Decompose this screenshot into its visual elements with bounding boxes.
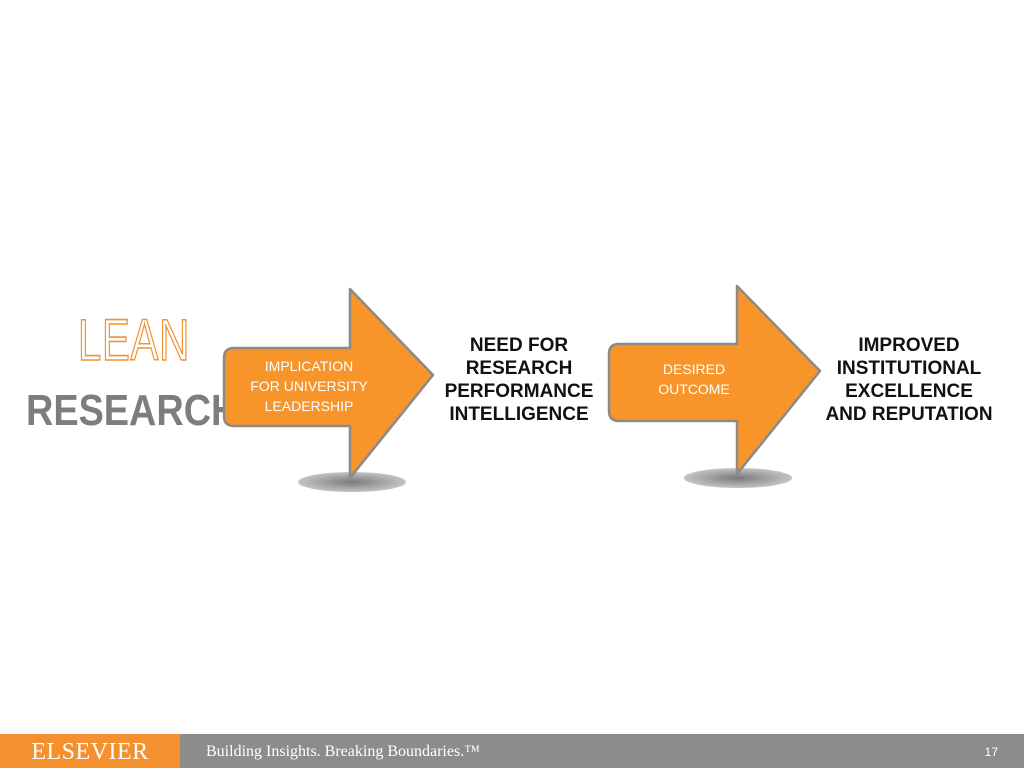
stage-line: INSTITUTIONAL [836, 358, 982, 379]
label-line: DESIRED [662, 361, 726, 377]
stage-improved-excellence: IMPROVED INSTITUTIONAL EXCELLENCE AND RE… [818, 334, 1000, 426]
arrow-implication-label: IMPLICATION FOR UNIVERSITY LEADERSHIP [236, 356, 382, 416]
title-research: RESEARCH [26, 386, 239, 435]
footer-bar: ELSEVIER Building Insights. Breaking Bou… [0, 734, 1024, 768]
label-line: FOR UNIVERSITY [250, 378, 368, 394]
title-lean: LEAN [77, 308, 190, 373]
label-line: LEADERSHIP [264, 398, 354, 414]
stage-line: PERFORMANCE [444, 381, 594, 402]
arrow-desired-outcome [607, 284, 822, 488]
stage-line: INTELLIGENCE [449, 404, 589, 425]
footer-tagline: Building Insights. Breaking Boundaries.™ [206, 743, 480, 760]
stage-line: IMPROVED [858, 335, 960, 356]
arrow-implication [222, 287, 435, 492]
stage-line: NEED FOR [469, 335, 569, 356]
label-line: OUTCOME [658, 381, 730, 397]
stage-line: AND REPUTATION [825, 404, 993, 425]
arrow-shape [607, 284, 822, 476]
stage-line: RESEARCH [465, 358, 573, 379]
page-number: 17 [984, 745, 998, 759]
stage-line: EXCELLENCE [845, 381, 973, 402]
arrow-shadow [684, 468, 792, 488]
stage-need-for-rpi: NEED FOR RESEARCH PERFORMANCE INTELLIGEN… [436, 334, 602, 426]
arrow-shadow [298, 472, 406, 492]
arrow-shape [222, 287, 435, 480]
label-line: IMPLICATION [264, 358, 354, 374]
arrow-desired-outcome-label: DESIRED OUTCOME [634, 359, 754, 399]
elsevier-logo: ELSEVIER [0, 734, 180, 768]
